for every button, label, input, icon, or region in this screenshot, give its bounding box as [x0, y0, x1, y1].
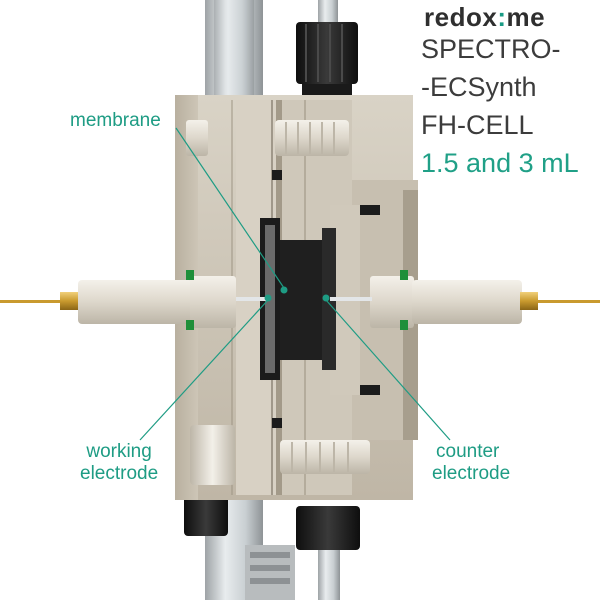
callout-lines	[139, 127, 451, 441]
product-volumes: 1.5 and 3 mL	[421, 148, 579, 178]
working-electrode-assembly	[0, 270, 268, 330]
brand-logo: redox:me	[424, 2, 545, 33]
membrane-label: membrane	[70, 110, 161, 131]
counter-electrode-marker	[322, 294, 330, 302]
top-fitting-black	[296, 22, 358, 100]
counter-electrode-label-line1: counter	[436, 441, 500, 462]
brand-name-part2: me	[506, 2, 546, 32]
product-title-line3: FH-CELL	[421, 110, 534, 140]
working-electrode-label-line1: working	[86, 441, 152, 462]
top-white-nut	[186, 120, 349, 156]
working-electrode-label-line2: electrode	[80, 463, 159, 484]
working-electrode-marker	[264, 294, 272, 302]
membrane-marker	[280, 286, 288, 294]
top-tubes	[205, 0, 338, 110]
brand-name-part1: redox	[424, 2, 498, 32]
product-title-line2: -ECSynth	[421, 72, 537, 102]
counter-electrode-assembly	[330, 270, 600, 330]
brand-name-dot: :	[497, 2, 507, 32]
working-electrode-label: working electrode	[80, 441, 158, 485]
product-title-line1: SPECTRO-	[421, 34, 561, 64]
counter-electrode-label-line2: electrode	[432, 463, 511, 484]
bottom-tubes	[205, 490, 340, 600]
counter-electrode-label: counter electrode	[432, 441, 510, 485]
bottom-white-nut	[190, 425, 370, 485]
